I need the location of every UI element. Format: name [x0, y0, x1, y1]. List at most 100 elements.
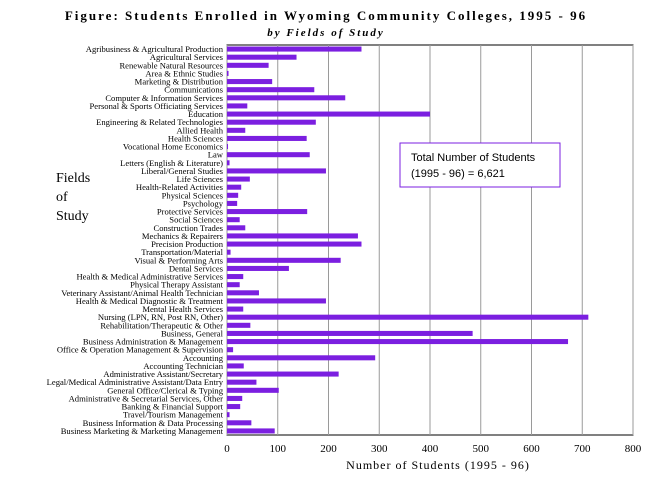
- x-tick-label: 800: [625, 443, 642, 455]
- category-label: Letters (English & Literature): [120, 158, 223, 168]
- bar: [227, 168, 326, 174]
- category-label: Communications: [164, 85, 223, 95]
- bar: [227, 355, 376, 361]
- bar: [227, 184, 242, 190]
- category-label: Physical Therapy Assistant: [130, 280, 224, 290]
- category-label: Business, General: [161, 328, 224, 338]
- bar: [227, 62, 269, 68]
- bar: [227, 225, 246, 231]
- category-label: Agribusiness & Agricultural Production: [86, 44, 224, 54]
- category-label: Business Information & Data Processing: [83, 418, 224, 428]
- category-label: Accounting Technician: [143, 361, 223, 371]
- bar: [227, 395, 243, 401]
- bar: [227, 412, 230, 418]
- plot-area: [226, 44, 634, 436]
- bar: [227, 363, 244, 369]
- x-axis-label: Number of Students (1995 - 96): [346, 458, 530, 472]
- bar: [227, 257, 341, 263]
- bar: [227, 144, 229, 150]
- category-label: Administrative Assistant/Secretary: [103, 369, 223, 379]
- category-label: Business Marketing & Marketing Managemen…: [61, 426, 224, 436]
- chart-subtitle: by Fields of Study: [267, 27, 385, 39]
- bar: [227, 306, 244, 312]
- category-label: Area & Ethnic Studies: [145, 68, 223, 78]
- category-label: Liberal/General Studies: [141, 166, 224, 176]
- bar: [227, 103, 248, 109]
- category-label: Veterinary Assistant/Animal Health Techn…: [61, 288, 223, 298]
- bar: [227, 111, 430, 117]
- category-label: Construction Trades: [154, 223, 224, 233]
- bar: [227, 290, 259, 296]
- bar: [227, 192, 239, 198]
- category-label: General Office/Clerical & Typing: [107, 385, 223, 395]
- x-tick-label: 600: [523, 443, 540, 455]
- bar: [227, 428, 275, 434]
- y-axis-label-line-3: Study: [56, 209, 89, 224]
- y-axis-label: Fields of Study: [56, 171, 90, 224]
- category-label: Physical Sciences: [162, 190, 224, 200]
- category-label: Mental Health Services: [142, 304, 223, 314]
- bar: [227, 119, 316, 125]
- bar: [227, 233, 358, 239]
- y-axis-label-line-2: of: [56, 190, 68, 205]
- bar: [227, 70, 229, 76]
- category-label: Renewable Natural Resources: [119, 60, 223, 70]
- category-label: Rehabilitation/Therapeutic & Other: [100, 320, 223, 330]
- bar: [227, 135, 307, 141]
- category-labels: Agribusiness & Agricultural ProductionAg…: [47, 44, 224, 436]
- bar: [227, 265, 289, 271]
- category-label: Psychology: [183, 198, 224, 208]
- x-tick-label: 700: [574, 443, 591, 455]
- total-annotation: Total Number of Students (1995 - 96) = 6…: [399, 142, 561, 188]
- annotation-line-2: (1995 - 96) = 6,621: [411, 168, 505, 180]
- x-tick-label: 300: [371, 443, 388, 455]
- annotation-box: [399, 142, 561, 188]
- x-tick-label: 0: [224, 443, 230, 455]
- category-label: Law: [208, 150, 224, 160]
- category-label: Business Administration & Management: [83, 337, 224, 347]
- category-label: Protective Services: [157, 207, 224, 217]
- category-label: Computer & Information Services: [105, 93, 223, 103]
- category-label: Office & Operation Management & Supervis…: [57, 345, 224, 355]
- bar: [227, 217, 240, 223]
- bar: [227, 322, 251, 328]
- category-label: Banking & Financial Support: [122, 402, 224, 412]
- category-label: Personal & Sports Officiating Services: [89, 101, 223, 111]
- category-label: Engineering & Related Technologies: [96, 117, 224, 127]
- category-label: Vocational Home Economics: [123, 142, 224, 152]
- category-label: Health & Medical Diagnostic & Treatment: [76, 296, 224, 306]
- bar: [227, 420, 252, 426]
- bar: [227, 209, 308, 215]
- bar: [227, 241, 362, 247]
- bar: [227, 54, 297, 60]
- bar: [227, 127, 246, 133]
- bar: [227, 160, 230, 166]
- bar: [227, 249, 231, 255]
- category-label: Precision Production: [151, 239, 224, 249]
- bar: [227, 152, 310, 158]
- category-label: Accounting: [183, 353, 224, 363]
- x-tick-label: 100: [270, 443, 287, 455]
- bar: [227, 176, 250, 182]
- category-label: Health Sciences: [168, 133, 224, 143]
- category-label: Nursing (LPN, RN, Post RN, Other): [98, 312, 223, 322]
- bar: [227, 339, 569, 345]
- bar: [227, 282, 240, 288]
- bar: [227, 387, 279, 393]
- category-label: Travel/Tourism Management: [123, 410, 224, 420]
- category-label: Education: [188, 109, 224, 119]
- category-label: Administrative & Secretarial Services, O…: [69, 393, 224, 403]
- bars: [227, 46, 589, 434]
- bar: [227, 314, 589, 320]
- category-label: Dental Services: [169, 263, 224, 273]
- category-label: Legal/Medical Administrative Assistant/D…: [47, 377, 224, 387]
- bar: [227, 298, 326, 304]
- bar: [227, 404, 241, 410]
- y-axis-label-line-1: Fields: [56, 171, 90, 186]
- x-tick-label: 400: [422, 443, 439, 455]
- x-tick-label: 200: [320, 443, 337, 455]
- category-label: Life Sciences: [176, 174, 223, 184]
- category-label: Agricultural Services: [150, 52, 224, 62]
